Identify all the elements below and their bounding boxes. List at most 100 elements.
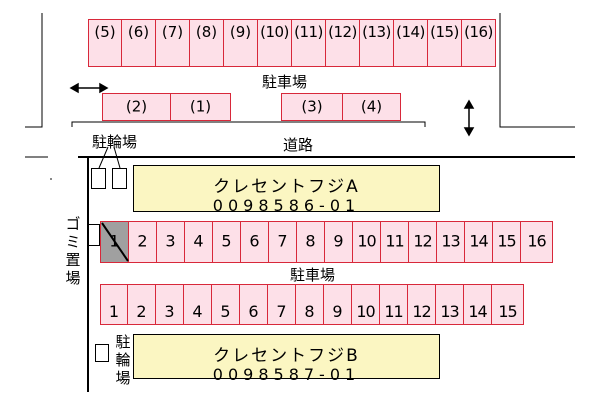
row2-spot: 15 [492,284,524,325]
top-spot: (14) [394,19,428,67]
row2-spot-label: 7 [276,302,287,321]
row2-spot-label: 10 [356,302,375,321]
garbage-label-char: 置 [65,251,81,269]
row2-spot: 4 [184,284,212,325]
row1-spot: 2 [129,221,157,263]
top-spot-label: (5) [94,23,116,41]
row2-spot: 5 [212,284,240,325]
row1-spot-label: 9 [333,231,344,251]
row2-spot-label: 13 [440,302,459,321]
small-spot-label: (1) [189,97,212,116]
top-spot-label: (15) [430,23,459,41]
upper-right-boundary [499,13,575,128]
garbage-box [88,224,100,246]
left-right-arrow-icon [69,82,109,94]
garbage-label-char: 場 [65,269,81,287]
top-spot: (6) [122,19,156,67]
row1-spot-label: 1 [109,231,120,251]
top-spot-label: (13) [362,23,391,41]
small-spot: (1) [170,93,231,121]
row1-spot-gray: 1 [100,221,129,263]
up-down-arrow-icon [463,99,475,137]
row1-spot-label: 12 [413,231,432,251]
top-spot: (16) [462,19,496,67]
row1-spot-label: 2 [137,231,148,251]
row2-spot: 2 [128,284,156,325]
building-b-code: 0098587-01 [212,365,361,384]
bicycle-slot [112,168,127,189]
bike-b-label-char: 場 [115,369,131,387]
top-spot: (13) [360,19,394,67]
row2-spot-label: 12 [412,302,431,321]
garbage-label-char: ゴ [65,215,81,233]
small-spot: (4) [342,93,401,121]
row1-spot-label: 16 [527,231,546,251]
top-spot-label: (9) [229,23,252,41]
top-spot: (9) [224,19,258,67]
row1-spot: 9 [325,221,353,263]
row1-spot-label: 4 [193,231,204,251]
row1-spot-label: 8 [305,231,316,251]
garbage-label-char: ミ [65,233,81,251]
small-spot: (2) [102,93,171,121]
top-spot: (8) [190,19,224,67]
row1-spot: 6 [241,221,269,263]
row2-spot: 9 [324,284,352,325]
middle-parking-label: 駐車場 [290,266,336,284]
upper-lot-edge [71,121,426,127]
building-b: クレセントフジB 0098587-01 [133,334,440,384]
row2-spot: 12 [408,284,436,325]
row2-spot-label: 1 [108,302,120,321]
row2-spot-label: 9 [332,302,343,321]
small-spot: (3) [281,93,343,121]
row2-spot-label: 3 [164,302,175,321]
row2-spot: 14 [464,284,492,325]
top-spot-label: (16) [464,23,493,41]
row1-spot-label: 3 [165,231,176,251]
bike-callout-line-2 [113,146,121,169]
small-spot-label: (3) [301,97,323,116]
row1-spot: 13 [437,221,465,263]
small-spot-label: (2) [125,97,148,116]
bicycle-slot [91,168,106,189]
edge-marker [50,178,52,180]
row2-spot-label: 15 [498,302,517,321]
row1-spot-label: 15 [497,231,516,251]
row1-spot-label: 14 [469,231,488,251]
building-b-name: クレセントフジB [213,346,360,366]
bicycle-parking-label: 駐輪場 [92,133,138,151]
top-spot-label: (12) [328,23,357,41]
row1-spot: 3 [157,221,185,263]
hatch-diagonal [101,222,129,262]
building-a-code: 0098586-01 [212,196,361,215]
top-spot-label: (11) [294,23,323,41]
row2-spot: 11 [380,284,408,325]
top-spot: (10) [258,19,292,67]
row2-spot: 3 [156,284,184,325]
row1-spot-label: 11 [385,231,404,251]
row1-spot: 4 [185,221,213,263]
row1-spot: 7 [269,221,297,263]
row1-spot: 16 [521,221,553,263]
top-parking-label: 駐車場 [262,73,308,91]
bike-b-label-char: 輪 [115,351,131,369]
top-spot: (5) [88,19,122,67]
row2-spot: 8 [296,284,324,325]
row1-spot-label: 13 [441,231,460,251]
bike-b-label-char: 駐 [115,333,131,351]
row2-spot: 13 [436,284,464,325]
row1-spot: 15 [493,221,521,263]
top-spot-label: (10) [260,23,289,41]
row1-spot: 11 [381,221,409,263]
top-spot-label: (14) [396,23,425,41]
row1-spot-label: 10 [357,231,376,251]
upper-left-boundary [25,13,43,128]
row1-spot-label: 7 [277,231,288,251]
top-spot: (7) [156,19,190,67]
bicycle-slot-b [95,344,109,362]
row2-spot-label: 5 [220,302,231,321]
row2-spot-label: 6 [248,302,259,321]
top-spot-label: (8) [195,23,218,41]
